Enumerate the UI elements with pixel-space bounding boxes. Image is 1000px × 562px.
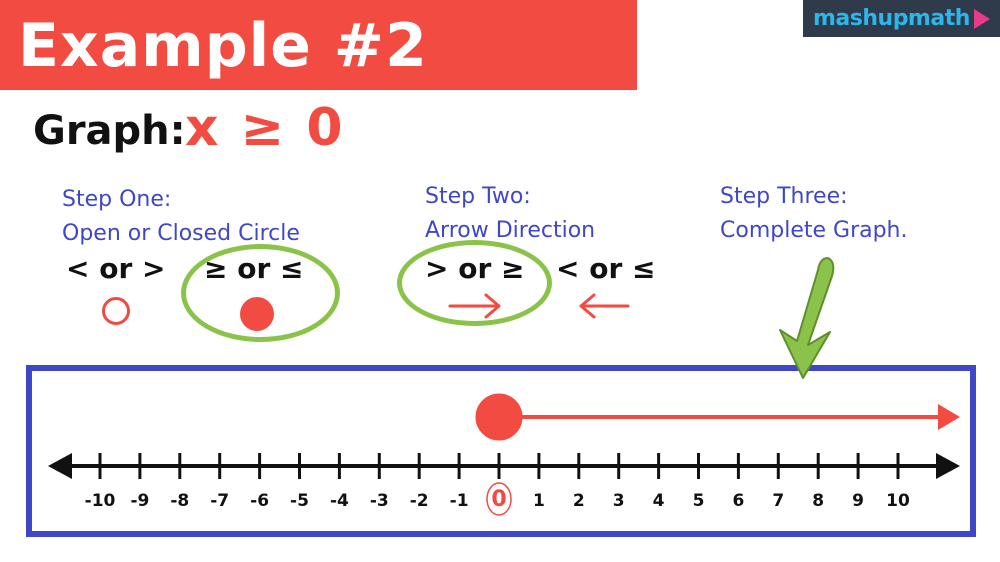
tick-label: 5 — [693, 491, 705, 511]
step-one: Step One: Open or Closed Circle — [62, 183, 300, 251]
closed-circle-highlight-ellipse — [181, 244, 340, 342]
step-two-heading: Step Two: — [425, 184, 531, 209]
tick-label: -2 — [410, 491, 429, 511]
tick-label: 2 — [573, 491, 585, 511]
tick-label: 0 — [491, 487, 506, 512]
step-two-subheading: Arrow Direction — [425, 218, 596, 243]
tick-label: 3 — [613, 491, 625, 511]
tick-label: -5 — [290, 491, 309, 511]
left-end-arrow-icon — [48, 453, 72, 479]
title-banner: Example #2 — [0, 0, 637, 90]
solution-arrowhead-icon — [938, 404, 960, 430]
tick-label: -3 — [370, 491, 389, 511]
step-one-subheading: Open or Closed Circle — [62, 221, 300, 246]
step-three-subheading: Complete Graph. — [720, 218, 908, 243]
step-two: Step Two: Arrow Direction — [425, 180, 595, 248]
left-arrow-symbols: < or ≤ — [556, 252, 656, 285]
logo-text: mashupmath — [813, 6, 970, 31]
tick-label: -4 — [330, 491, 349, 511]
page-title: Example #2 — [18, 11, 428, 81]
solution-endpoint-dot — [475, 393, 523, 441]
tick-label: -7 — [210, 491, 229, 511]
tick-label: 6 — [732, 491, 744, 511]
open-circle-icon — [102, 297, 130, 325]
step-one-heading: Step One: — [62, 187, 172, 212]
right-end-arrow-icon — [936, 453, 960, 479]
brand-logo: mashupmath — [803, 0, 1000, 37]
tick-label: -6 — [250, 491, 269, 511]
tick-label: -10 — [85, 491, 116, 511]
tick-label: 7 — [772, 491, 784, 511]
tick-label: -8 — [170, 491, 189, 511]
tick-label: -1 — [450, 491, 469, 511]
inequality: x ≥ 0 — [185, 98, 345, 158]
step-three-heading: Step Three: — [720, 184, 848, 209]
open-circle-symbols: < or > — [66, 252, 166, 285]
tick-label: 8 — [812, 491, 824, 511]
step-three: Step Three: Complete Graph. — [720, 180, 908, 248]
right-arrow-highlight-ellipse — [397, 240, 552, 326]
graph-label: Graph: — [33, 108, 186, 154]
tick-label: 4 — [653, 491, 665, 511]
play-icon — [973, 8, 990, 29]
tick-label: 10 — [886, 491, 910, 511]
green-pointer-arrow-icon — [779, 257, 835, 379]
tick-label: 9 — [852, 491, 864, 511]
tick-label: -9 — [130, 491, 149, 511]
left-arrow-icon — [579, 293, 630, 319]
right-arrow-icon — [448, 293, 501, 319]
tick-label: 1 — [533, 491, 545, 511]
zero-highlight-ring — [486, 482, 512, 516]
